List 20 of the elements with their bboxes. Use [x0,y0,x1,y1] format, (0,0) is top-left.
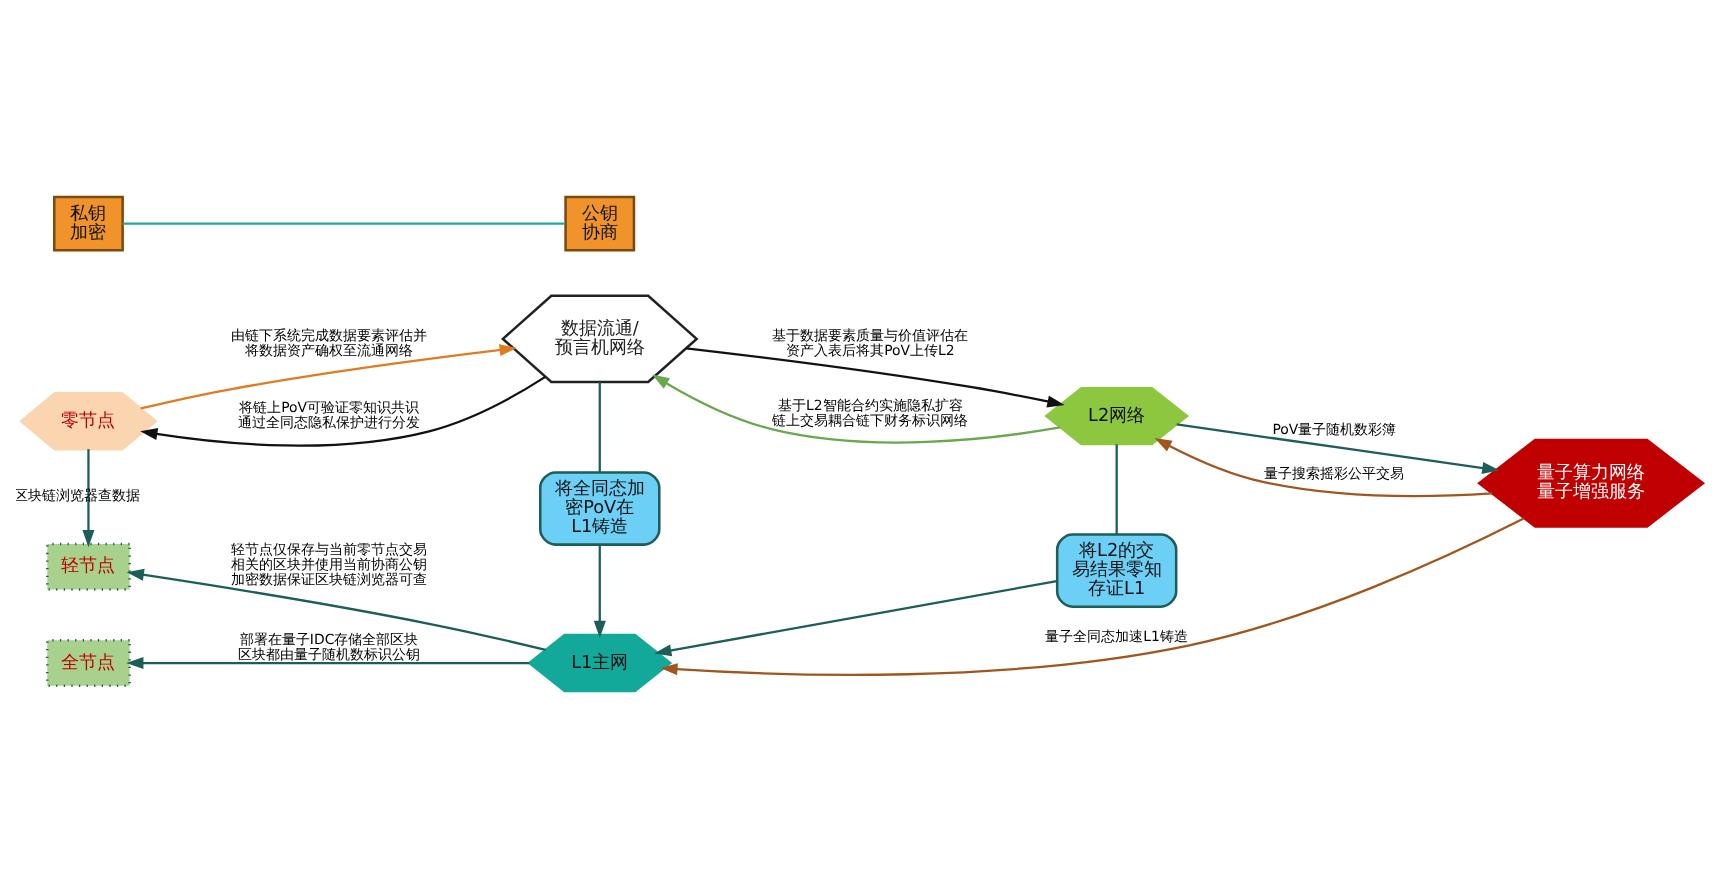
node-box: 轻节点 [46,541,131,590]
node-box: 将全同态加密PoV在L1铸造 [539,470,661,545]
connector [1115,443,1118,534]
arrow [140,343,517,409]
arrow [660,516,1525,675]
arrow [1176,422,1500,473]
arrow [126,655,530,669]
arrow [140,374,546,446]
arrow [686,346,1065,407]
arrow [652,373,1061,443]
node-box: 公钥协商 [564,194,636,251]
connector [122,221,566,224]
arrow [1154,437,1493,497]
arrow [126,567,546,650]
node-box: 全节点 [46,637,131,687]
arrow [654,579,1058,656]
connector [598,381,601,472]
node-box: 将L2的交易结果零知存证L1 [1055,532,1178,607]
arrow [593,544,606,638]
node-box: 私钥加密 [53,194,124,251]
